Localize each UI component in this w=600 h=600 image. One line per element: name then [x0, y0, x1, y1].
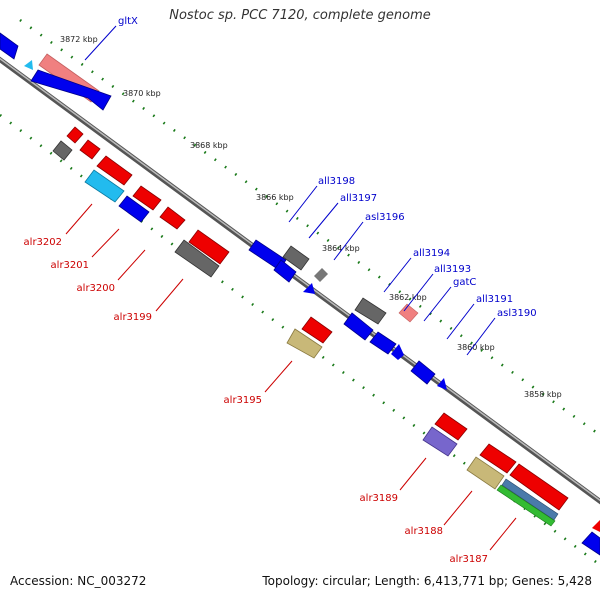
leader-alr3200	[117, 249, 146, 281]
gene-asl3196-grey[interactable]	[314, 268, 328, 282]
gene-alr3187-red[interactable]	[509, 463, 569, 511]
label-alr3199[interactable]: alr3199	[114, 312, 152, 323]
reverse-strand-genes	[0, 32, 600, 556]
tick-label-3862: 3862 kbp	[389, 293, 427, 302]
accession-text: Accession: NC_003272	[10, 574, 147, 588]
leader-asl3196	[333, 221, 364, 261]
gene-alr3200-b[interactable]	[159, 206, 186, 230]
tick-label-3860: 3860 kbp	[457, 343, 495, 352]
leader-asl3190	[466, 317, 496, 356]
label-alr3189[interactable]: alr3189	[360, 493, 398, 504]
label-alr3202[interactable]: alr3202	[24, 237, 62, 248]
gene-alr3187-steel[interactable]	[501, 478, 559, 521]
label-asl3190[interactable]: asl3190	[497, 308, 537, 319]
leader-alr3189	[399, 457, 427, 491]
leader-all3193	[403, 273, 434, 312]
label-gltX[interactable]: gltX	[118, 16, 138, 27]
gene-all3198b[interactable]	[273, 259, 297, 283]
leader-alr3195	[264, 360, 293, 393]
gene-alr3189[interactable]	[422, 426, 458, 457]
leader-alr3199	[155, 278, 184, 312]
label-all3194[interactable]: all3194	[413, 248, 450, 259]
gene-alr3200[interactable]	[132, 185, 162, 211]
tick-label-3864: 3864 kbp	[322, 244, 360, 253]
tick-row-outer	[19, 18, 600, 437]
gene-all3197[interactable]	[282, 245, 310, 271]
gene-small-cyan[interactable]	[24, 60, 33, 70]
leader-all3191	[446, 303, 475, 340]
gene-alr3195-red[interactable]	[301, 316, 333, 344]
label-alr3187[interactable]: alr3187	[450, 554, 488, 565]
leader-all3198	[288, 185, 318, 223]
gene-alr3202-cyan[interactable]	[84, 169, 125, 203]
gene-alr3202-grey[interactable]	[52, 140, 73, 161]
gene-red-right[interactable]	[592, 520, 600, 532]
gene-alr3202-a[interactable]	[66, 126, 84, 144]
genome-summary-text: Topology: circular; Length: 6,413,771 bp…	[262, 574, 592, 588]
gene-alr3188[interactable]	[466, 456, 505, 490]
leader-all3194	[383, 257, 412, 293]
label-alr3201[interactable]: alr3201	[51, 260, 89, 271]
map-title: Nostoc sp. PCC 7120, complete genome	[169, 8, 431, 23]
tick-label-3870: 3870 kbp	[123, 89, 161, 98]
label-all3193[interactable]: all3193	[434, 264, 471, 275]
tick-label-3866: 3866 kbp	[256, 193, 294, 202]
label-asl3196[interactable]: asl3196	[365, 212, 405, 223]
gene-all3198[interactable]	[248, 239, 287, 271]
tick-label-3868: 3868 kbp	[190, 141, 228, 150]
gene-all3193[interactable]	[369, 331, 397, 355]
gene-alr3187[interactable]	[496, 484, 556, 527]
forward-gene-labels: alr3202 alr3201 alr3200 alr3199 alr3195 …	[24, 237, 488, 565]
label-all3198[interactable]: all3198	[318, 176, 355, 187]
gene-alr3189-red[interactable]	[434, 412, 468, 441]
gene-all3194-grey[interactable]	[354, 297, 387, 325]
gene-blue-3871[interactable]	[30, 69, 112, 111]
gene-all3194[interactable]	[343, 312, 374, 341]
gene-left-edge-blue[interactable]	[0, 32, 19, 60]
label-alr3195[interactable]: alr3195	[224, 395, 262, 406]
leader-gltX	[84, 25, 117, 61]
leader-all3197	[308, 202, 339, 239]
label-all3191[interactable]: all3191	[476, 294, 513, 305]
label-leader-lines	[65, 25, 517, 551]
leader-alr3201	[91, 228, 120, 258]
gene-alr3188-red[interactable]	[479, 443, 517, 474]
gene-asl3196[interactable]	[303, 283, 315, 294]
label-alr3188[interactable]: alr3188	[405, 526, 443, 537]
gene-asl3190-b[interactable]	[437, 378, 447, 390]
label-all3197[interactable]: all3197	[340, 193, 377, 204]
gene-alr3199-grey[interactable]	[174, 239, 220, 278]
gene-alr3199[interactable]	[188, 229, 230, 265]
tick-labels: 3872 kbp 3870 kbp 3868 kbp 3866 kbp 3864…	[60, 35, 562, 399]
leader-alr3187	[489, 517, 517, 551]
gene-alr3201-a[interactable]	[79, 139, 101, 160]
tick-label-3858: 3858 kbp	[524, 390, 562, 399]
leader-alr3202	[65, 203, 93, 235]
gene-all3191[interactable]	[391, 344, 404, 360]
gene-alr3200-blue[interactable]	[118, 195, 150, 223]
forward-strand-genes	[52, 126, 600, 532]
leader-gatC	[423, 286, 452, 322]
reverse-gene-labels: gltX all3198 all3197 asl3196 all3194 all…	[118, 16, 537, 319]
tick-label-3872: 3872 kbp	[60, 35, 98, 44]
label-alr3200[interactable]: alr3200	[77, 283, 115, 294]
gene-blue-right[interactable]	[581, 531, 600, 556]
leader-alr3188	[443, 490, 473, 526]
gene-alr3201[interactable]	[96, 155, 133, 186]
gene-asl3190-a[interactable]	[410, 360, 436, 385]
gene-gatC[interactable]	[398, 303, 419, 323]
genome-backbone	[0, 56, 600, 505]
label-gatC[interactable]: gatC	[453, 277, 476, 288]
gene-alr3195[interactable]	[286, 328, 323, 359]
